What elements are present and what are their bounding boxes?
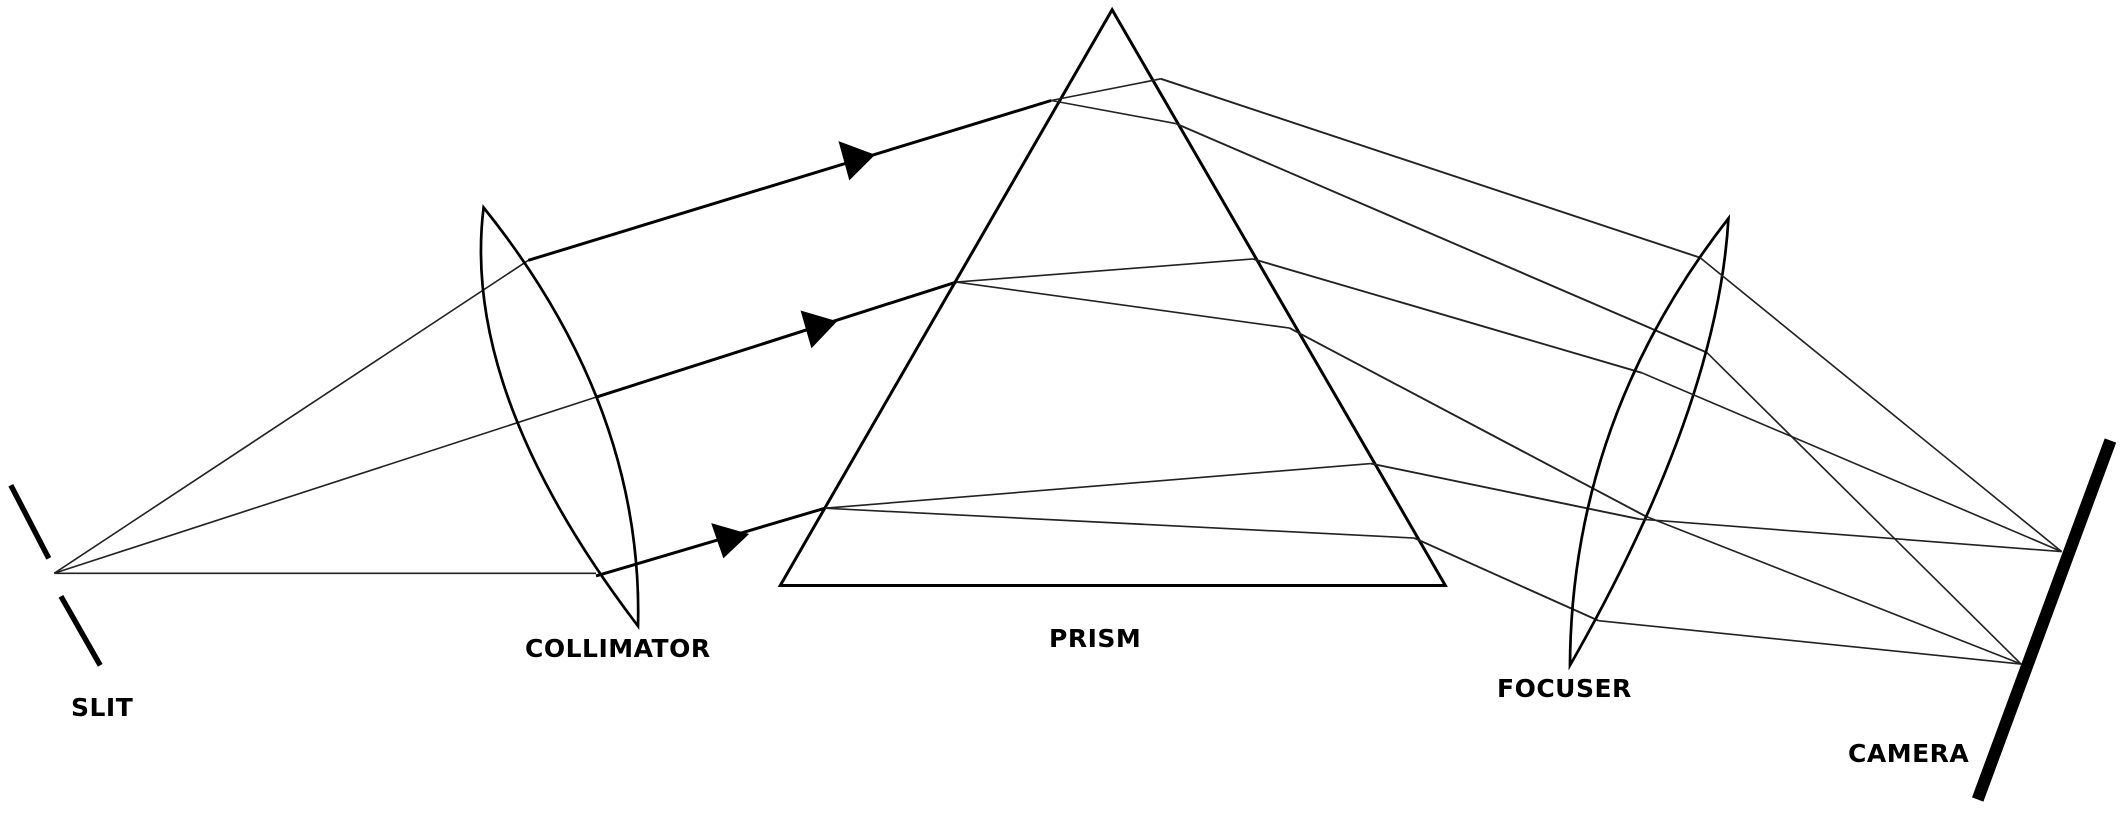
- dispersed-top-a: [1160, 77, 1701, 259]
- arrow-bottom: [711, 523, 750, 559]
- dispersed-middle-b: [1289, 327, 1647, 518]
- camera-plate: [1971, 438, 2117, 802]
- arrow-middle: [800, 310, 838, 349]
- focused-ray-3: [1638, 518, 2062, 553]
- rays-slit-to-collimator: [53, 259, 597, 575]
- collimated-ray-bottom: [595, 506, 826, 578]
- internal-ray-top-a: [1051, 78, 1162, 102]
- rays-focuser-to-camera: [1598, 257, 2063, 665]
- ray-top-incident: [53, 259, 529, 574]
- collimator-lens: [479, 204, 640, 630]
- collimated-beam: [527, 99, 1052, 578]
- internal-ray-middle-b: [956, 281, 1290, 329]
- collimator-label: COLLIMATOR: [525, 634, 711, 663]
- rays-prism-to-focuser: [1160, 77, 1708, 622]
- ray-middle-incident: [53, 396, 597, 575]
- prism: [777, 6, 1448, 587]
- focused-ray-1: [1699, 257, 2063, 553]
- dispersed-middle-a: [1252, 258, 1643, 374]
- focuser-label: FOCUSER: [1497, 674, 1632, 703]
- focused-ray-4: [1706, 351, 2022, 665]
- focused-ray-6: [1598, 619, 2022, 665]
- beam-arrows: [711, 141, 876, 559]
- focused-ray-5: [1645, 515, 2022, 665]
- slit: [8, 483, 103, 667]
- camera-label: CAMERA: [1848, 739, 1970, 768]
- rays-inside-prism: [824, 78, 1415, 539]
- prism-label: PRISM: [1049, 624, 1142, 653]
- dispersed-bottom-a: [1370, 462, 1640, 521]
- slit-lower-jaw: [58, 594, 103, 667]
- collimated-ray-middle: [595, 280, 957, 399]
- internal-ray-bottom-b: [824, 507, 1415, 539]
- dispersed-top-b: [1175, 122, 1708, 354]
- slit-label: SLIT: [71, 693, 134, 722]
- internal-ray-middle-a: [956, 258, 1254, 283]
- internal-ray-bottom-a: [824, 462, 1371, 510]
- internal-ray-top-b: [1051, 99, 1176, 125]
- dispersed-bottom-b: [1413, 537, 1599, 622]
- focuser-lens: [1568, 214, 1731, 671]
- arrow-top: [838, 141, 876, 181]
- slit-upper-jaw: [8, 483, 52, 560]
- collimated-ray-top: [527, 99, 1052, 262]
- focused-ray-2: [1641, 372, 2063, 553]
